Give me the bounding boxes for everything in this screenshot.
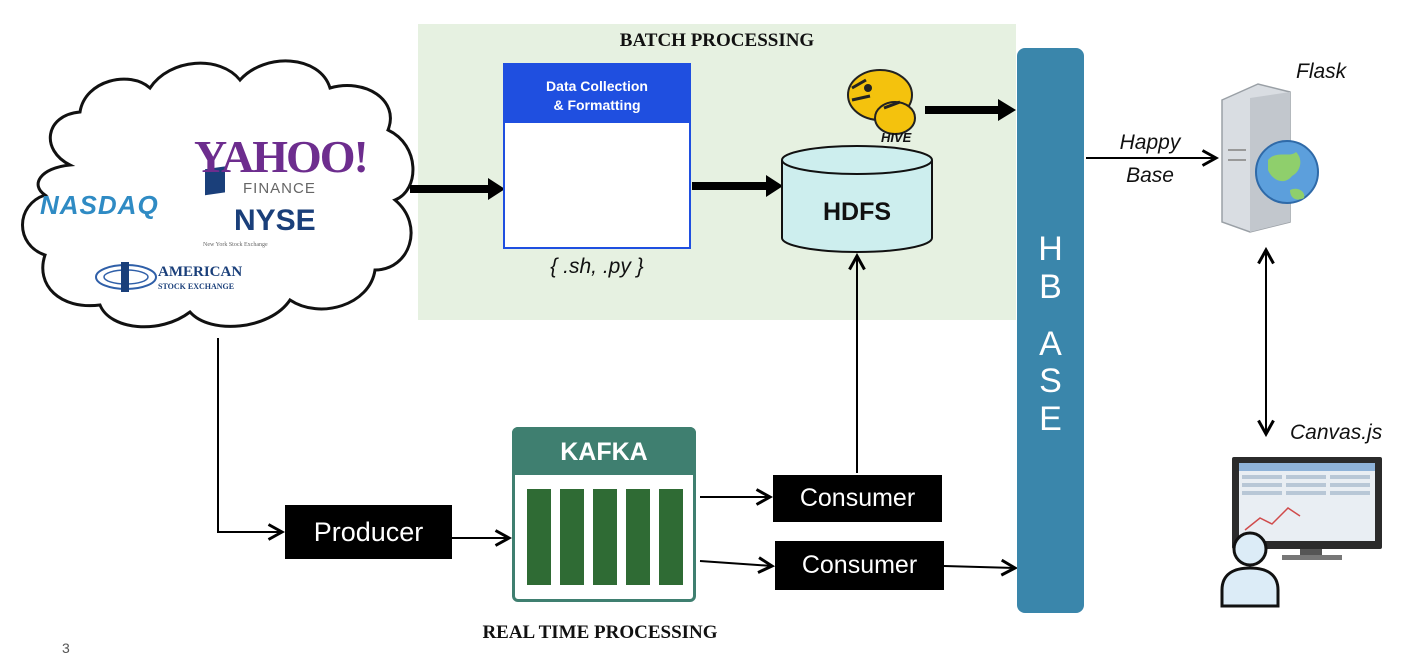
hive-label: HIVE xyxy=(881,130,912,145)
hbase-letter-b: B xyxy=(1039,268,1062,306)
nasdaq-logo: NASDAQ xyxy=(40,190,159,220)
hive-logo-icon xyxy=(847,69,916,135)
amex-logo-line1: AMERICAN xyxy=(158,264,243,280)
consumer-box-batch: Consumer xyxy=(773,475,942,522)
happybase-line1: Happy xyxy=(1119,131,1181,154)
kafka-partition xyxy=(626,489,650,585)
hdfs-label: HDFS xyxy=(822,198,892,226)
kafka-partition xyxy=(659,489,683,585)
yahoo-finance-label: FINANCE xyxy=(243,180,316,197)
nyse-logo: NYSE xyxy=(234,204,316,237)
server-globe-icon xyxy=(1221,83,1319,233)
happybase-label: Happy Base xyxy=(1104,126,1196,192)
kafka-header: KAFKA xyxy=(512,427,696,475)
script-extensions-label: { .sh, .py } xyxy=(550,255,644,278)
hbase-letter-s: S xyxy=(1039,362,1062,400)
amex-logo-icon xyxy=(95,262,157,292)
hbase-letter-h: H xyxy=(1038,230,1063,268)
cloud-to-producer-connector xyxy=(217,338,282,532)
data-sources-cloud xyxy=(21,59,415,329)
kafka-partition xyxy=(527,489,551,585)
consumer-box-realtime: Consumer xyxy=(775,541,944,590)
nyse-subtitle: New York Stock Exchange xyxy=(203,242,268,248)
data-collection-title-line2: & Formatting xyxy=(553,97,641,113)
hbase-letter-e: E xyxy=(1039,400,1062,438)
producer-box: Producer xyxy=(285,505,452,559)
flask-label: Flask xyxy=(1296,60,1347,83)
page-number: 3 xyxy=(62,640,70,656)
yahoo-logo: YAHOO! xyxy=(194,131,369,182)
amex-logo-line2: STOCK EXCHANGE xyxy=(158,282,235,291)
hbase-column xyxy=(1017,48,1084,613)
monitor-dashboard-icon xyxy=(1232,457,1382,560)
happybase-line2: Base xyxy=(1126,164,1174,187)
kafka-partition xyxy=(593,489,617,585)
data-collection-header: Data Collection & Formatting xyxy=(505,65,689,123)
kafka-to-consumer2-arrow xyxy=(699,561,772,566)
realtime-processing-title: REAL TIME PROCESSING xyxy=(482,622,718,643)
hbase-letter-a: A xyxy=(1039,325,1062,363)
nyse-flag-icon xyxy=(205,166,225,196)
data-collection-title-line1: Data Collection xyxy=(546,78,648,94)
canvasjs-label: Canvas.js xyxy=(1290,421,1383,444)
consumer-to-hbase-arrow xyxy=(943,566,1015,568)
batch-processing-title: BATCH PROCESSING xyxy=(619,30,815,51)
kafka-partition xyxy=(560,489,584,585)
hdfs-cylinder xyxy=(781,145,933,253)
user-icon xyxy=(1220,531,1280,608)
